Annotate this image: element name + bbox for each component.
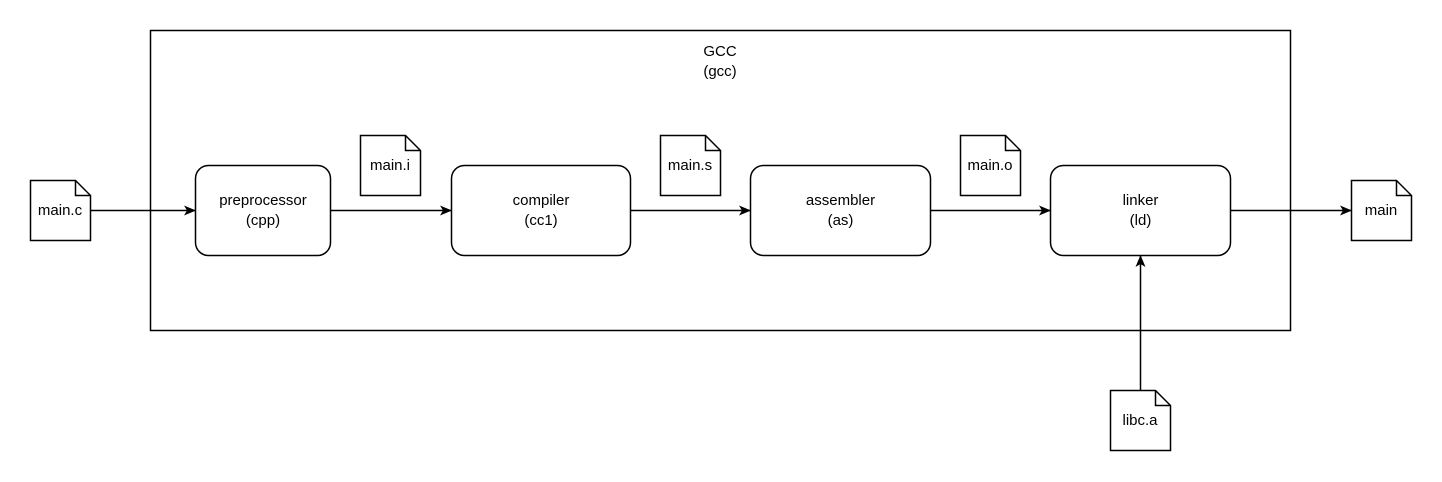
preprocessor-label: preprocessor (cpp) (195, 165, 331, 256)
gcc-subtitle-text: (gcc) (703, 63, 737, 80)
linker-name: linker (1122, 191, 1159, 209)
compiler-label: compiler (cc1) (451, 165, 631, 256)
file-icon-main-i (359, 134, 422, 197)
assembler-command: (as) (827, 211, 854, 229)
file-label-main-s: main.s (667, 157, 713, 174)
file-label-main-i: main.i (369, 157, 410, 174)
file-icon-main-s (659, 134, 722, 197)
file-label-libc-a: libc.a (1122, 412, 1158, 429)
file-label-main: main (1364, 202, 1398, 219)
file-icon-libc-a (1109, 389, 1172, 452)
linker-label: linker (ld) (1050, 165, 1231, 256)
preprocessor-command: (cpp) (245, 211, 281, 229)
compiler-command: (cc1) (524, 211, 558, 229)
file-label-main-c: main.c (37, 202, 83, 219)
gcc-title-text: GCC (703, 43, 737, 60)
gcc-title: GCC (gcc) (620, 40, 820, 84)
file-icon-main (1350, 179, 1413, 242)
assembler-name: assembler (805, 191, 876, 209)
file-label-main-o: main.o (967, 157, 1013, 174)
compiler-name: compiler (512, 191, 570, 209)
file-icon-main-c (29, 179, 92, 242)
preprocessor-name: preprocessor (219, 191, 307, 209)
assembler-label: assembler (as) (750, 165, 931, 256)
linker-command: (ld) (1129, 211, 1152, 229)
file-icon-main-o (959, 134, 1022, 197)
